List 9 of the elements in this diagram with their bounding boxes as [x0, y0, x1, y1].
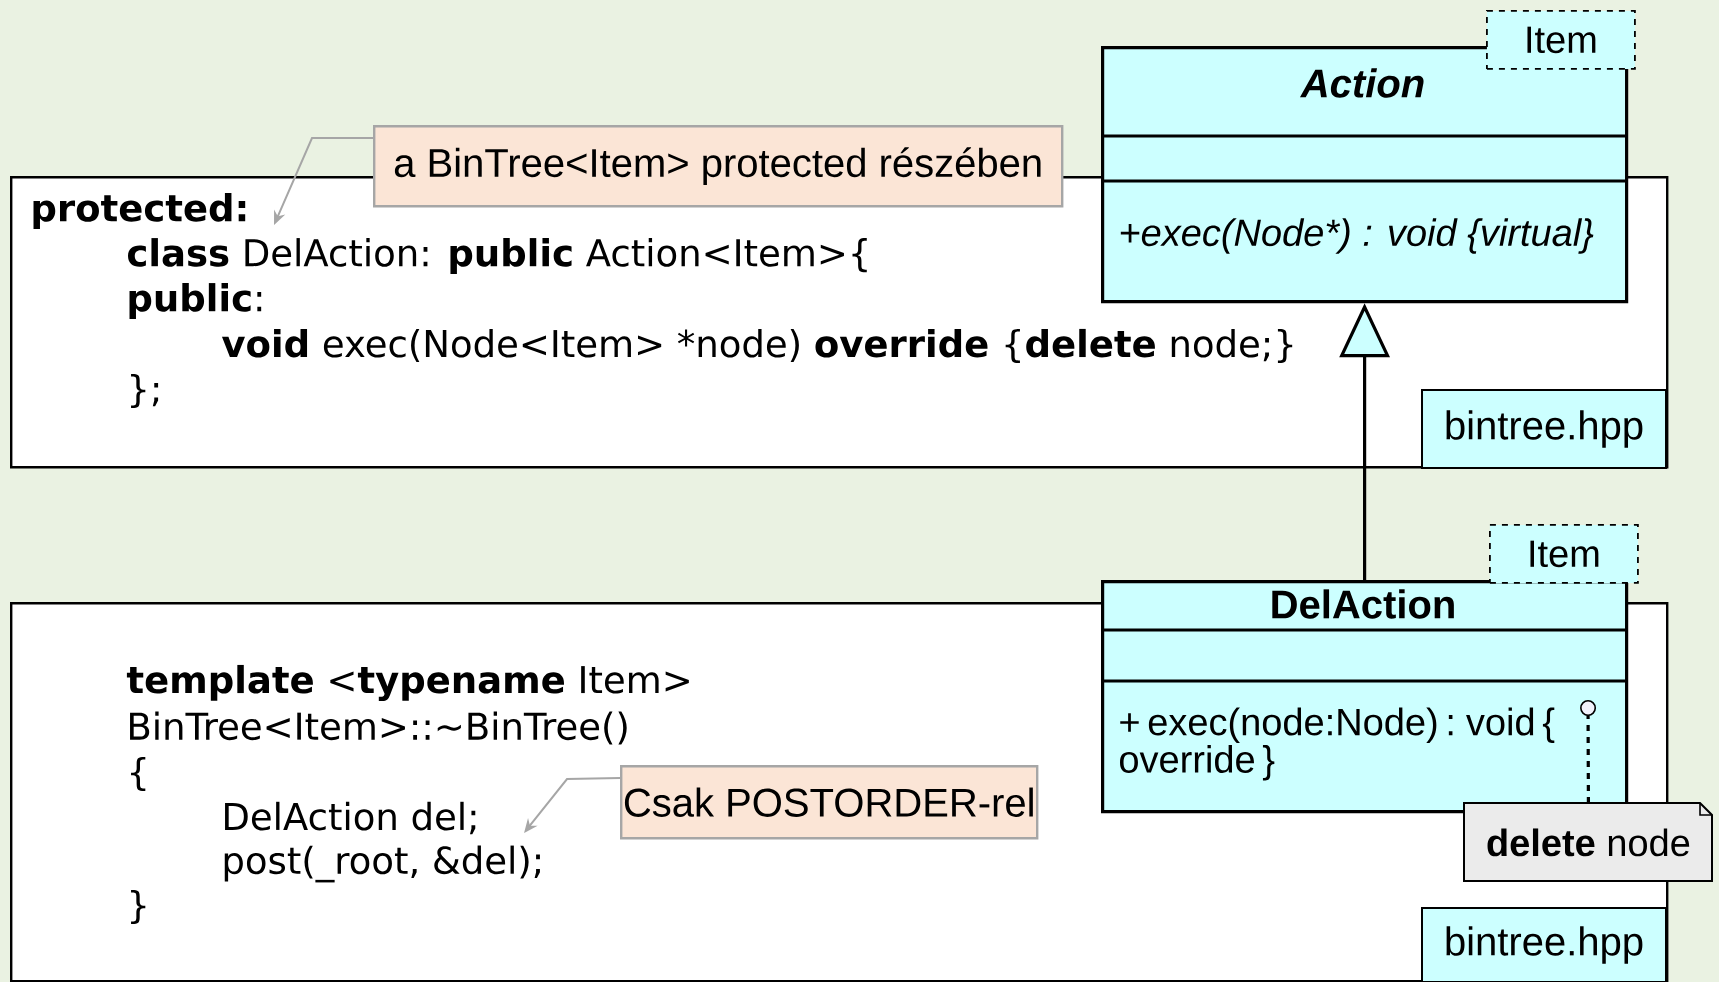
- file-tab: bintree.hpp: [1421, 907, 1667, 982]
- note-anchor-line: [1580, 700, 1597, 803]
- file-tab: bintree.hpp: [1421, 389, 1667, 469]
- leader-line: [524, 777, 621, 833]
- template-parameter-box: Item: [1489, 524, 1639, 584]
- callout-box: Csak POSTORDER-rel: [620, 765, 1039, 840]
- callout-box: a BinTree<Item> protected részében: [373, 125, 1064, 208]
- note-box: delete node: [1463, 802, 1713, 882]
- template-parameter-box: Item: [1486, 10, 1636, 70]
